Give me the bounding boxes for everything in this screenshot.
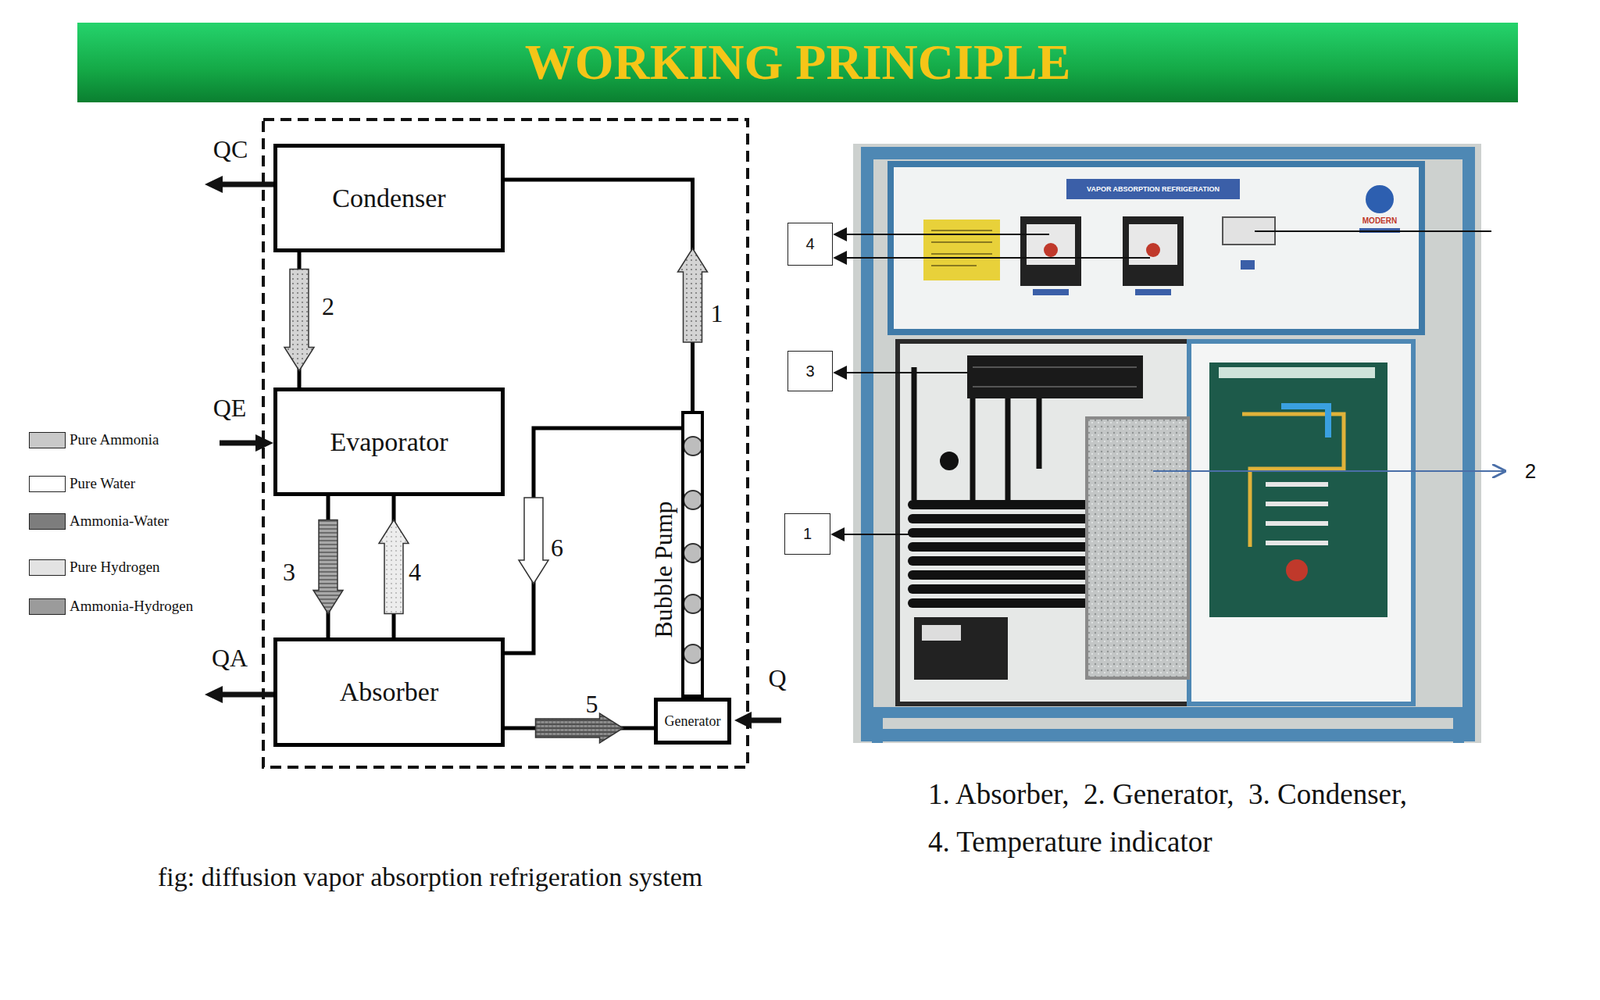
legend-swatch	[28, 559, 66, 576]
legend-swatch	[28, 598, 66, 615]
process-box: Absorber	[273, 637, 505, 747]
part-list: 4. Temperature indicator	[928, 825, 1213, 859]
flow-number: 4	[408, 557, 422, 586]
logo-text: MODERN	[1362, 216, 1397, 225]
connector	[504, 179, 708, 411]
heat-label: Q	[767, 664, 786, 693]
connector-line	[504, 179, 693, 411]
connector	[504, 713, 654, 743]
flow-arrow	[313, 520, 343, 615]
node-text: 1	[803, 525, 812, 543]
callout-number: 2	[1525, 459, 1536, 484]
node-text: Absorber	[339, 677, 440, 708]
flow-arrow	[518, 497, 549, 584]
panel-text: VAPOR ABSORPTION REFRIGERATION	[1086, 185, 1220, 193]
process-box: Condenser	[273, 143, 505, 253]
legend-text: Ammonia-Water	[69, 512, 169, 530]
node-text: Evaporator	[329, 427, 448, 458]
connector-line	[504, 428, 682, 654]
node-text: 4	[805, 235, 815, 254]
node-text: Bubble Pump	[649, 500, 679, 638]
legend-swatch	[28, 513, 66, 530]
legend-text: Pure Hydrogen	[69, 558, 161, 576]
flow-number: 5	[585, 689, 599, 719]
connector	[313, 496, 343, 638]
slide-title: WORKING PRINCIPLE	[77, 22, 1518, 103]
flow-arrow	[378, 520, 409, 615]
flow-arrow	[284, 269, 315, 372]
connector	[284, 252, 315, 388]
node-text: 3	[805, 362, 815, 381]
callout-box: 3	[787, 350, 833, 392]
connector	[504, 428, 682, 654]
generator-box: Generator	[653, 697, 732, 745]
legend-text: Pure Water	[69, 475, 136, 493]
flow-number: 3	[282, 557, 296, 586]
bubble-pump: Bubble Pump	[681, 410, 704, 698]
connector	[378, 496, 409, 638]
legend-text: Ammonia-Hydrogen	[69, 597, 193, 615]
flow-number: 2	[321, 291, 335, 321]
flow-number: 6	[550, 533, 564, 563]
flow-number: 1	[710, 299, 724, 329]
callout-box: 1	[784, 513, 831, 555]
title-band	[77, 22, 1518, 103]
callout-box: 4	[787, 222, 833, 266]
part-list: 1. Absorber, 2. Generator, 3. Condenser,	[928, 777, 1408, 811]
flow-arrow	[678, 248, 708, 343]
heat-label: QE	[213, 393, 247, 423]
legend-swatch	[28, 475, 66, 493]
heat-label: QC	[213, 135, 248, 165]
system-boundary	[263, 119, 748, 768]
process-box: Evaporator	[273, 387, 505, 497]
legend-text: Pure Ammonia	[69, 431, 160, 449]
figure-caption: fig: diffusion vapor absorption refriger…	[157, 862, 703, 893]
leader-lines	[832, 231, 1505, 535]
node-text: Generator	[664, 713, 722, 730]
flow-arrow	[535, 713, 624, 743]
node-text: Condenser	[332, 183, 446, 214]
heat-label: QA	[211, 643, 248, 673]
bubble-circles	[683, 436, 703, 664]
legend-swatch	[28, 432, 66, 449]
